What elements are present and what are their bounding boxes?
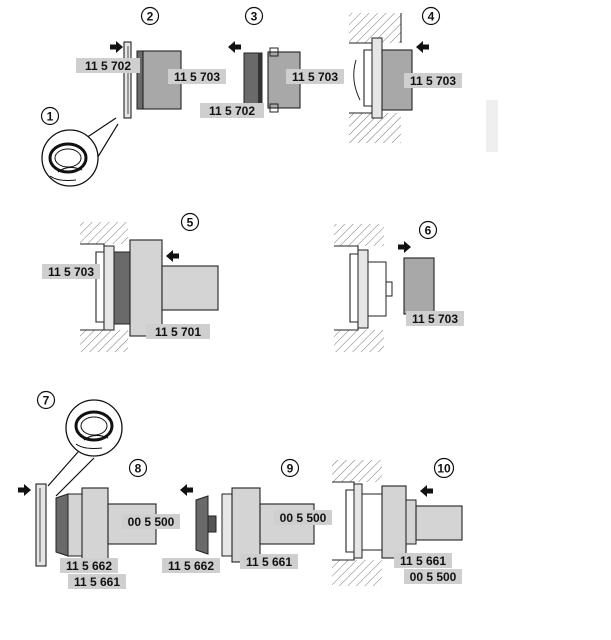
svg-text:11 5 661: 11 5 661 — [246, 555, 292, 569]
step-9-group: 00 5 500 11 5 662 11 5 661 — [162, 484, 332, 573]
svg-text:11 5 662: 11 5 662 — [168, 559, 214, 573]
svg-text:7: 7 — [43, 394, 50, 408]
svg-text:9: 9 — [287, 462, 294, 476]
svg-text:11 5 703: 11 5 703 — [174, 70, 220, 84]
svg-text:6: 6 — [425, 224, 432, 238]
arrow-right-icon — [18, 484, 31, 496]
step-6-badge: 6 — [418, 220, 438, 240]
step-3-badge: 3 — [244, 6, 264, 26]
svg-text:11 5 703: 11 5 703 — [48, 265, 94, 279]
detail-magnifier-7 — [47, 399, 123, 497]
step-1-badge: 1 — [40, 106, 60, 126]
svg-text:4: 4 — [428, 10, 435, 24]
edge-fragment — [486, 100, 498, 152]
step-5-group: 11 5 703 11 5 701 — [42, 222, 219, 352]
svg-text:3: 3 — [251, 10, 258, 24]
arrow-left-icon — [180, 484, 193, 496]
arrow-right-icon — [398, 241, 411, 253]
step-5-badge: 5 — [180, 212, 200, 232]
svg-text:10: 10 — [437, 462, 451, 476]
arrow-left-icon — [228, 41, 241, 53]
arrow-left-icon — [420, 485, 433, 497]
svg-text:8: 8 — [135, 462, 142, 476]
arrow-right-icon — [110, 41, 123, 53]
arrow-left-icon — [416, 41, 429, 53]
step-8-badge: 8 — [128, 458, 148, 478]
step-8-group: 00 5 500 11 5 662 11 5 661 — [18, 483, 180, 589]
svg-text:00 5 500: 00 5 500 — [410, 570, 457, 584]
detail-magnifier-1 — [41, 117, 119, 187]
svg-text:11 5 661: 11 5 661 — [74, 575, 120, 589]
svg-text:1: 1 — [47, 110, 54, 124]
svg-text:11 5 701: 11 5 701 — [155, 325, 201, 339]
svg-text:11 5 703: 11 5 703 — [292, 70, 338, 84]
svg-text:11 5 703: 11 5 703 — [412, 312, 458, 326]
svg-text:00 5 500: 00 5 500 — [128, 515, 175, 529]
svg-text:11 5 702: 11 5 702 — [209, 104, 255, 118]
step-7-badge: 7 — [36, 390, 56, 410]
svg-text:11 5 702: 11 5 702 — [85, 59, 131, 73]
step-10-badge: 10 — [433, 457, 455, 479]
step-2-badge: 2 — [140, 6, 160, 26]
step-9-badge: 9 — [280, 458, 300, 478]
step-10-group: 11 5 661 00 5 500 — [332, 460, 463, 586]
step-6-group: 11 5 703 — [334, 224, 464, 352]
svg-text:5: 5 — [187, 216, 194, 230]
step-4-group: 11 5 703 — [349, 13, 462, 143]
step-2-group: 11 5 702 11 5 703 — [76, 41, 226, 119]
svg-text:00 5 500: 00 5 500 — [280, 511, 327, 525]
svg-text:11 5 662: 11 5 662 — [66, 559, 112, 573]
step-4-badge: 4 — [421, 6, 441, 26]
svg-text:2: 2 — [147, 10, 154, 24]
arrow-left-icon — [166, 250, 179, 262]
step-3-group: 11 5 703 11 5 702 — [200, 41, 344, 118]
svg-text:11 5 703: 11 5 703 — [410, 74, 456, 88]
svg-text:11 5 661: 11 5 661 — [400, 554, 446, 568]
